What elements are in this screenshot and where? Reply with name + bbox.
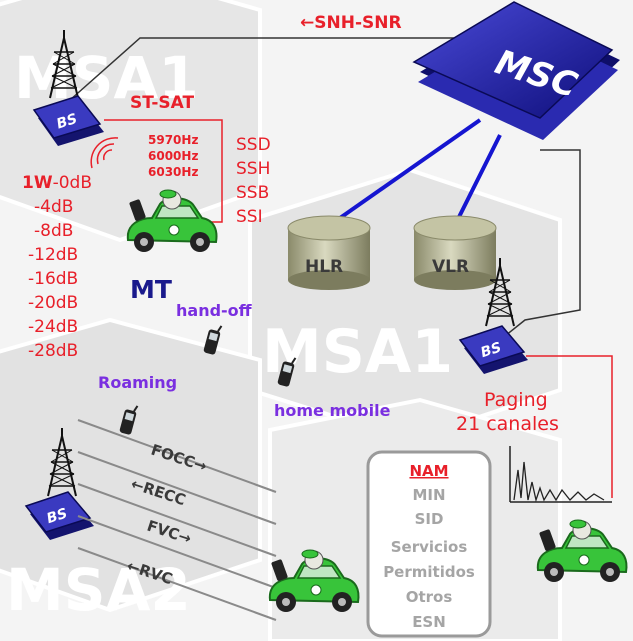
vlr-label: VLR (432, 257, 469, 277)
nam-title: NAM (409, 462, 448, 480)
nam-item: Otros (406, 588, 453, 606)
region-label-msa1-center: MSA1 (262, 317, 453, 387)
power-level-1w: 1W-0dB (22, 173, 92, 193)
base-station-top-label: BS (55, 111, 80, 133)
sat-frequency-3: 6030Hz (148, 165, 198, 179)
mt-label: MT (130, 275, 172, 304)
nam-item: MIN (412, 486, 445, 504)
power-level-item: -4dB (34, 197, 73, 217)
nam-item: ESN (412, 613, 446, 631)
power-level-item: -16dB (28, 269, 78, 289)
region-label-msa1-top: MSA1 (14, 44, 199, 112)
power-level-item: -28dB (28, 341, 78, 361)
base-station-center-label: BS (479, 340, 504, 362)
msc-vlr-link (453, 134, 502, 226)
power-level-item: -20dB (28, 293, 78, 313)
nam-item: SID (415, 510, 444, 528)
hlr-label: HLR (305, 257, 343, 277)
power-level-0db: -0dB (53, 173, 92, 193)
msc-block: MSC (412, 1, 620, 140)
nam-box: NAM MIN SID Servicios Permitidos Otros E… (366, 450, 492, 638)
roaming-label: Roaming (98, 373, 177, 392)
nam-item: Servicios (391, 538, 468, 556)
hlr-database (287, 215, 371, 290)
sat-frequency-2: 6000Hz (148, 149, 198, 163)
sat-signal-2: SSH (236, 159, 270, 179)
sat-signal-3: SSB (236, 183, 269, 203)
power-level-list: 1W-0dB -4dB -8dB -12dB -16dB -20dB -24dB… (22, 173, 92, 361)
base-station-bottom: BS (24, 491, 94, 540)
paging-channels-label: 21 canales (456, 413, 559, 435)
region-label-msa2: MSA2 (6, 556, 191, 624)
sat-signal-list: SSD SSH SSB SSI (236, 135, 271, 227)
signal-waves-icon (90, 137, 119, 169)
paging-label: Paging (484, 389, 548, 411)
msc-link-line-top (69, 37, 470, 101)
sat-frequency-list: 5970Hz 6000Hz 6030Hz (148, 133, 198, 179)
msc-hlr-link (328, 118, 482, 227)
power-level-item: -24dB (28, 317, 78, 337)
sat-signal-1: SSD (236, 135, 271, 155)
base-station-bottom-label: BS (45, 506, 70, 528)
power-level-item: -12dB (28, 245, 78, 265)
snh-snr-label: ←SNH-SNR (300, 13, 402, 33)
power-level-1w-prefix: 1W (22, 173, 53, 193)
paging-waveform (509, 446, 612, 503)
base-station-top: BS (32, 95, 104, 146)
vlr-database (413, 215, 497, 290)
hand-off-label: hand-off (176, 301, 253, 320)
channel-lines (77, 419, 277, 621)
sat-frequency-1: 5970Hz (148, 133, 198, 147)
paging-line (526, 355, 613, 498)
sat-signal-4: SSI (236, 207, 263, 227)
home-mobile-label: home mobile (274, 401, 391, 420)
st-sat-bracket (104, 119, 223, 223)
power-level-item: -8dB (34, 221, 73, 241)
st-sat-title: ST-SAT (130, 93, 194, 113)
msc-link-line-right (499, 149, 581, 341)
base-station-center: BS (458, 325, 528, 374)
nam-item: Permitidos (383, 563, 475, 581)
